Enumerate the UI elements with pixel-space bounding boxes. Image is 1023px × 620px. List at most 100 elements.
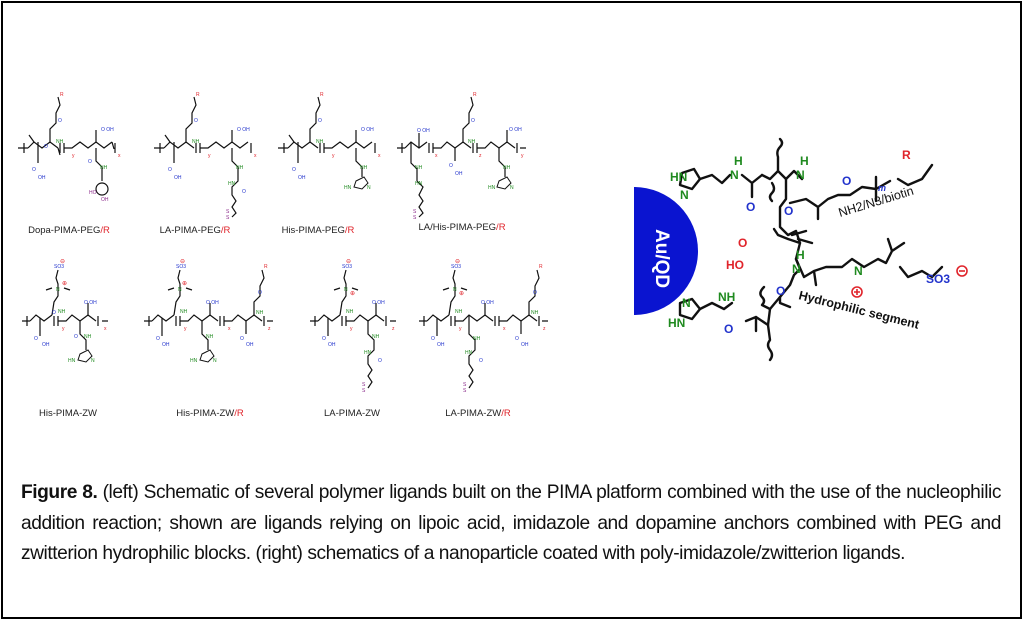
svg-text:y: y bbox=[208, 153, 211, 159]
structure-la-pima-peg: R O NH O OH O OH NH HN O y x S S bbox=[150, 85, 270, 220]
peg-repeat-label: m bbox=[878, 183, 886, 193]
nanoparticle-drawing: Au/QD HN N H N bbox=[634, 137, 968, 362]
svg-text:S: S bbox=[362, 388, 366, 394]
structure-label: Dopa-PIMA-PEG/R bbox=[28, 225, 110, 236]
svg-text:OH: OH bbox=[162, 342, 170, 348]
svg-text:O: O bbox=[318, 118, 322, 124]
svg-text:N: N bbox=[792, 262, 801, 276]
sulfonate-label: SO3 bbox=[926, 272, 950, 286]
svg-text:N: N bbox=[796, 168, 805, 182]
svg-text:R: R bbox=[320, 92, 324, 98]
svg-text:HO: HO bbox=[726, 258, 744, 272]
svg-text:⊕: ⊕ bbox=[182, 281, 187, 287]
svg-text:HN: HN bbox=[364, 350, 372, 356]
svg-text:O: O bbox=[74, 334, 78, 340]
svg-text:O: O bbox=[292, 167, 296, 173]
svg-text:O: O bbox=[479, 358, 483, 364]
svg-text:O: O bbox=[44, 144, 48, 150]
svg-text:O: O bbox=[322, 336, 326, 342]
svg-text:⊖: ⊖ bbox=[60, 259, 65, 265]
hydrophilic-segment-label: Hydrophilic segment bbox=[797, 288, 921, 332]
svg-text:OH: OH bbox=[101, 197, 109, 203]
svg-text:HN: HN bbox=[344, 185, 352, 191]
svg-text:NH: NH bbox=[372, 334, 380, 340]
svg-text:⊖: ⊖ bbox=[346, 259, 351, 265]
svg-text:N: N bbox=[680, 188, 689, 202]
svg-text:NH: NH bbox=[455, 309, 463, 315]
svg-text:R: R bbox=[196, 92, 200, 98]
svg-text:R: R bbox=[264, 264, 268, 270]
svg-text:O: O bbox=[194, 118, 198, 124]
svg-text:NH: NH bbox=[58, 309, 66, 315]
svg-text:O OH: O OH bbox=[509, 127, 522, 133]
svg-text:z: z bbox=[479, 153, 482, 159]
svg-text:O OH: O OH bbox=[372, 300, 385, 306]
svg-text:NH: NH bbox=[415, 165, 423, 171]
svg-text:HN: HN bbox=[488, 185, 496, 191]
svg-text:y: y bbox=[521, 153, 524, 159]
structure-his-pima-peg: R O NH O OH O OH NH HN N y x bbox=[274, 85, 394, 220]
svg-text:NH: NH bbox=[192, 139, 200, 145]
svg-text:SO3: SO3 bbox=[176, 264, 186, 270]
svg-text:⊕: ⊕ bbox=[350, 291, 355, 297]
svg-text:x: x bbox=[104, 326, 107, 332]
svg-text:HN: HN bbox=[68, 358, 76, 364]
svg-text:⊖: ⊖ bbox=[180, 259, 185, 265]
svg-text:H: H bbox=[796, 248, 805, 262]
svg-text:S: S bbox=[362, 382, 366, 388]
svg-text:NH: NH bbox=[360, 165, 368, 171]
svg-text:NH: NH bbox=[531, 310, 539, 316]
svg-text:N: N bbox=[213, 358, 217, 364]
svg-text:O: O bbox=[784, 204, 793, 218]
svg-text:y: y bbox=[62, 326, 65, 332]
svg-text:N: N bbox=[344, 287, 348, 293]
svg-text:S: S bbox=[413, 215, 417, 220]
structure-label: His-PIMA-ZW/R bbox=[176, 408, 244, 419]
svg-text:O: O bbox=[240, 336, 244, 342]
svg-text:SO3: SO3 bbox=[342, 264, 352, 270]
svg-text:z: z bbox=[543, 326, 546, 332]
svg-text:OH: OH bbox=[246, 342, 254, 348]
svg-text:O: O bbox=[156, 336, 160, 342]
svg-text:O: O bbox=[58, 118, 62, 124]
svg-text:O: O bbox=[724, 322, 733, 336]
svg-text:N: N bbox=[453, 287, 457, 293]
svg-text:NH: NH bbox=[316, 139, 324, 145]
svg-text:x: x bbox=[378, 153, 381, 159]
svg-text:O OH: O OH bbox=[361, 127, 374, 133]
svg-text:O: O bbox=[258, 290, 262, 296]
svg-text:O: O bbox=[746, 200, 755, 214]
svg-text:N: N bbox=[730, 168, 739, 182]
svg-text:N: N bbox=[178, 287, 182, 293]
svg-text:OH: OH bbox=[455, 171, 463, 177]
svg-text:O OH: O OH bbox=[84, 300, 97, 306]
svg-text:O OH: O OH bbox=[237, 127, 250, 133]
svg-text:O: O bbox=[378, 358, 382, 364]
structure-label: His-PIMA-ZW bbox=[38, 408, 98, 419]
svg-text:O: O bbox=[738, 236, 747, 250]
svg-text:SO3: SO3 bbox=[54, 264, 64, 270]
svg-text:O: O bbox=[34, 336, 38, 342]
svg-text:O: O bbox=[842, 174, 851, 188]
r-group-label: R bbox=[902, 148, 911, 162]
svg-text:HN: HN bbox=[668, 316, 685, 330]
svg-text:S: S bbox=[226, 215, 230, 220]
positive-charge-icon bbox=[851, 286, 863, 298]
svg-text:NH: NH bbox=[236, 165, 244, 171]
caption-text: (left) Schematic of several polymer liga… bbox=[21, 482, 1001, 564]
svg-text:⊕: ⊕ bbox=[62, 281, 67, 287]
svg-text:O: O bbox=[776, 284, 785, 298]
r-group-label: R bbox=[60, 92, 64, 98]
svg-text:y: y bbox=[72, 153, 75, 159]
nanoparticle-disc bbox=[634, 187, 698, 315]
figure-number: Figure 8. bbox=[21, 482, 98, 503]
structure-label: LA-PIMA-ZW bbox=[324, 408, 380, 419]
svg-text:N: N bbox=[510, 185, 514, 191]
svg-text:NH: NH bbox=[56, 139, 64, 145]
svg-text:N: N bbox=[91, 358, 95, 364]
svg-text:NH: NH bbox=[468, 139, 476, 145]
svg-text:HN: HN bbox=[190, 358, 198, 364]
nanoparticle-scheme: Au/QD HN N H N bbox=[630, 135, 970, 365]
svg-text:⊖: ⊖ bbox=[455, 259, 460, 265]
